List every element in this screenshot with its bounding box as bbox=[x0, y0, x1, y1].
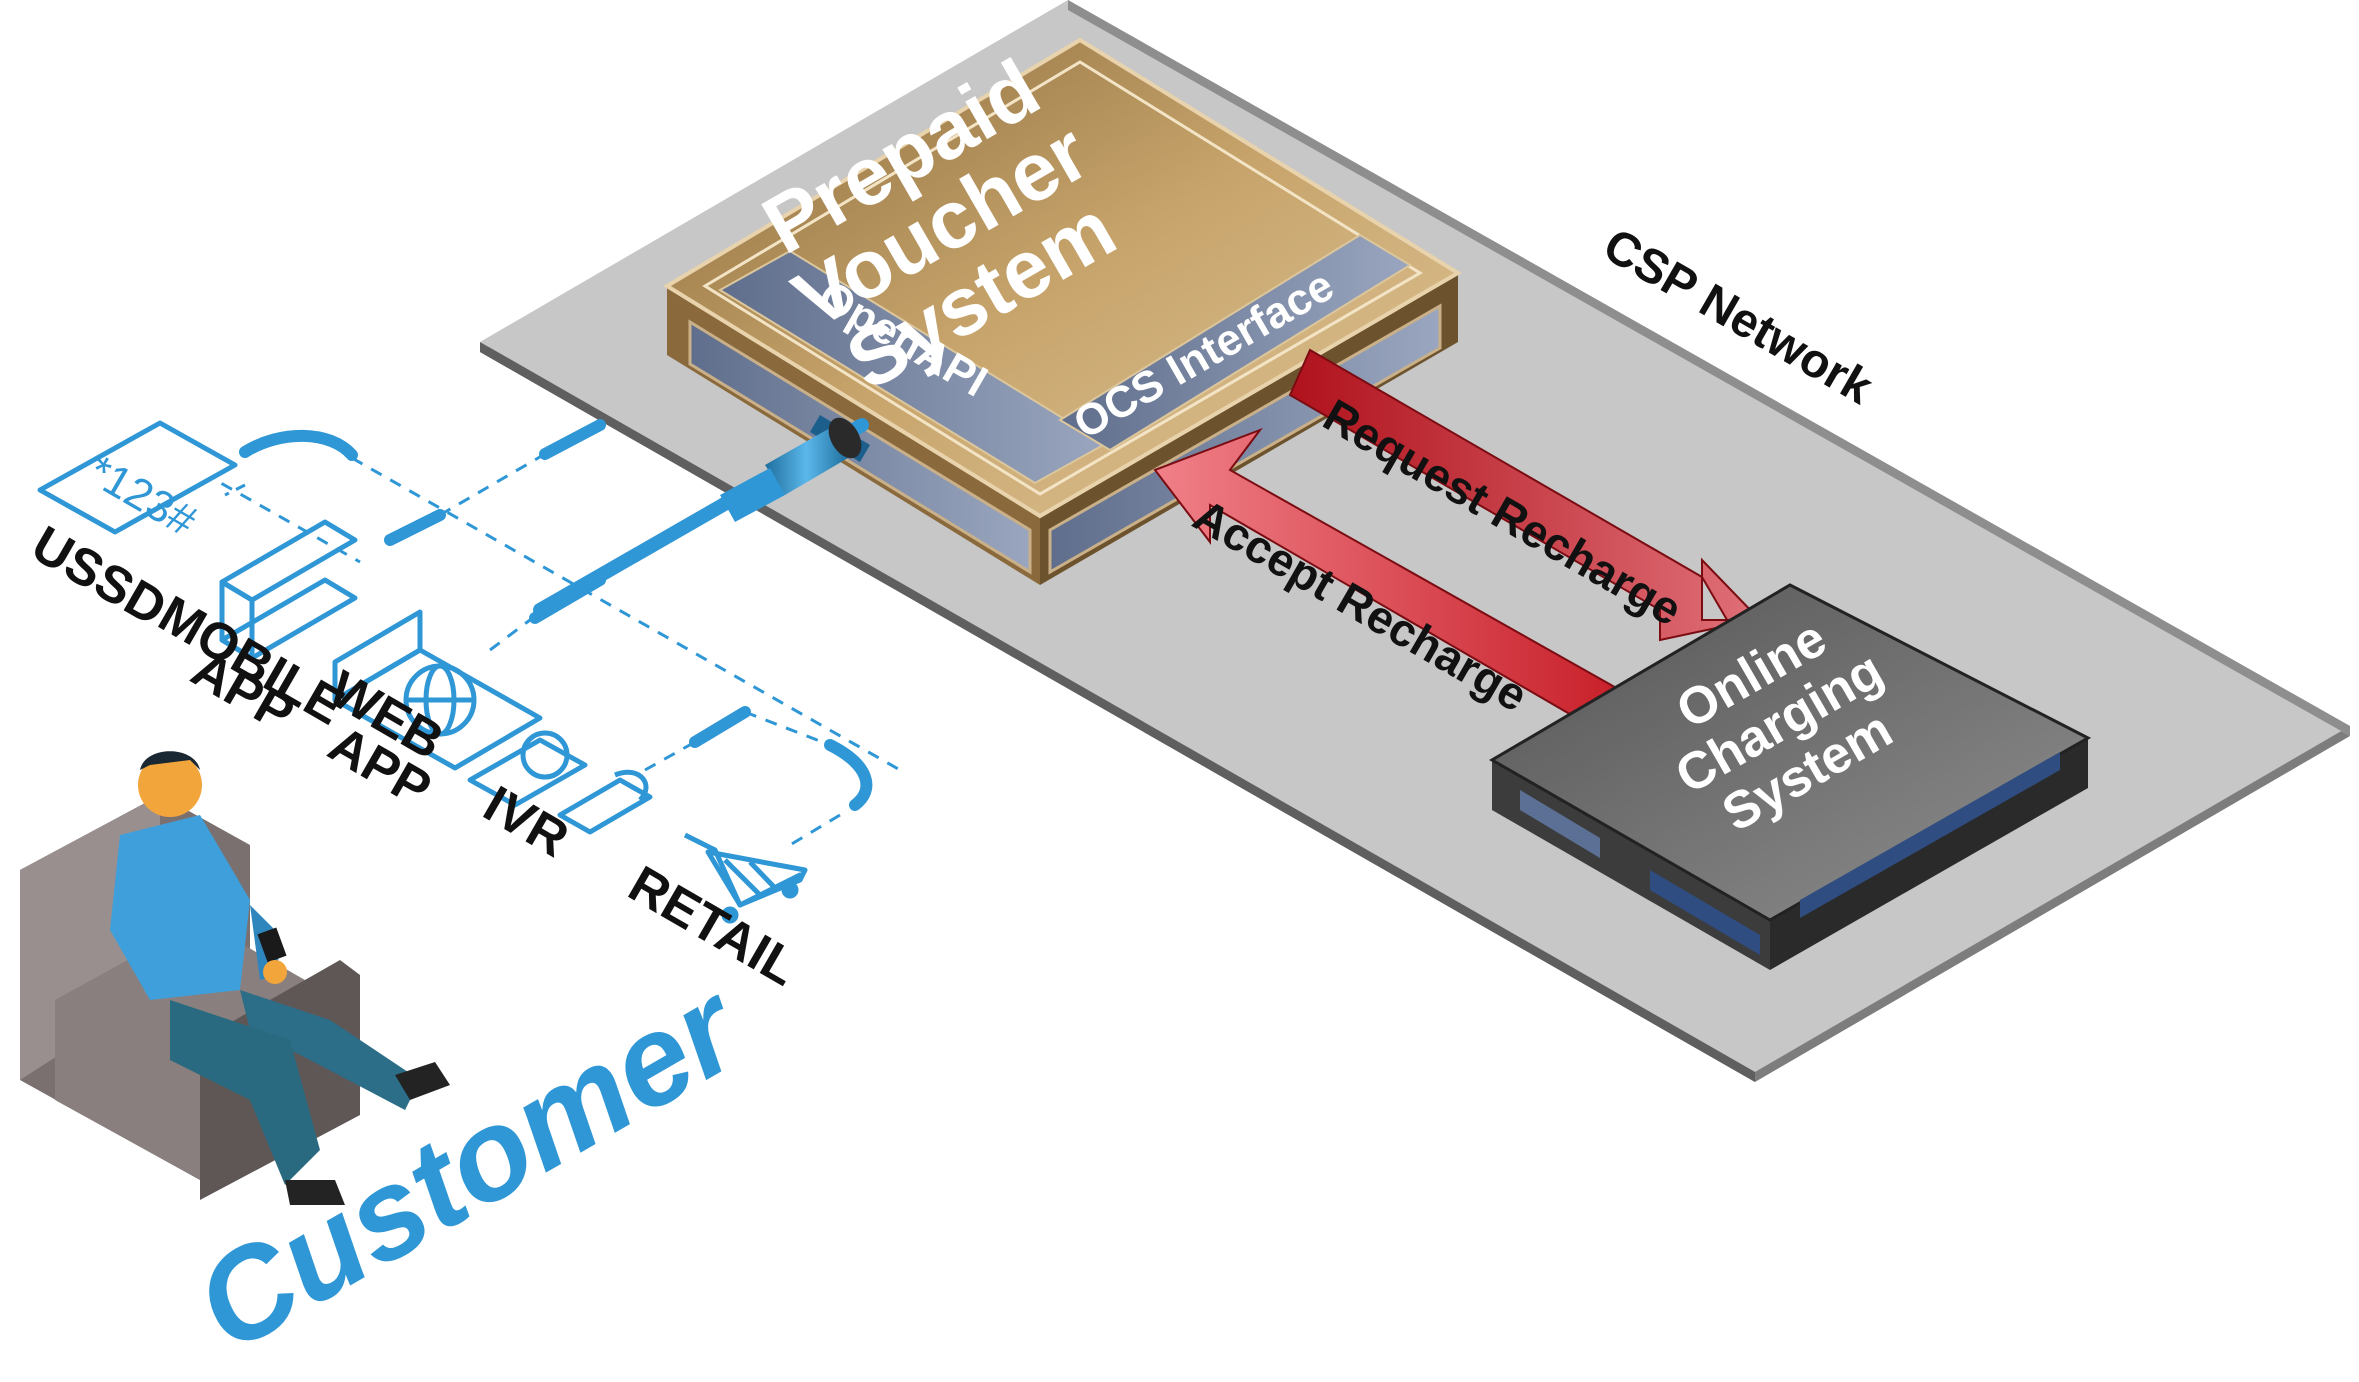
web-app-icon bbox=[332, 609, 543, 771]
accept-recharge-arrow bbox=[1153, 427, 1622, 722]
online-charging-system-box bbox=[1489, 583, 2092, 970]
retail-label: RETAIL bbox=[619, 855, 807, 997]
channel-connectors bbox=[144, 419, 901, 847]
ussd-label: USSD bbox=[22, 515, 176, 637]
request-recharge-arrow bbox=[1288, 348, 1763, 642]
mobile-phone-icon bbox=[219, 519, 358, 661]
shopping-cart-icon bbox=[683, 832, 808, 924]
ivr-icon bbox=[467, 730, 653, 835]
ussd-icon: *123# bbox=[37, 420, 238, 546]
customer-figure bbox=[20, 751, 450, 1205]
